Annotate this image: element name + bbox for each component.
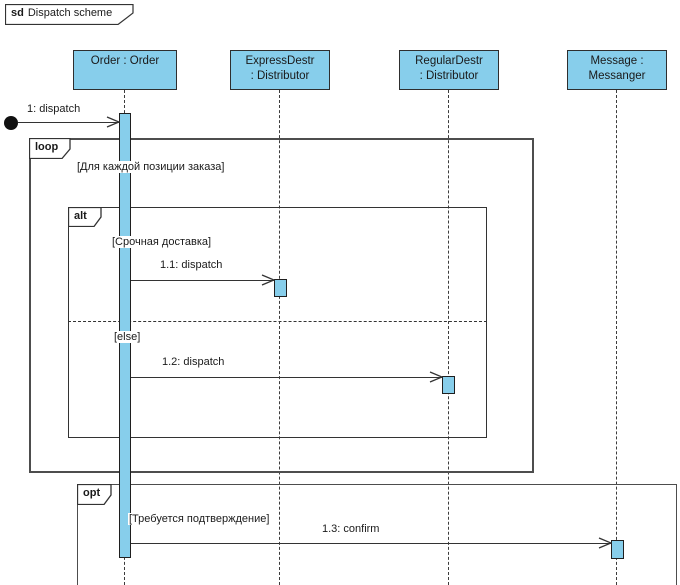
message-1-2-line[interactable] [131,377,442,378]
lifeline-label: ExpressDestr [245,55,315,67]
pentagon-shape-icon [77,484,112,505]
opt-operator-tag[interactable]: opt [77,484,112,505]
lifeline-label: Order : Order [90,55,160,67]
pentagon-shape-icon [29,138,71,159]
loop-fragment-frame[interactable] [29,138,534,473]
alt-operator: alt [74,210,87,222]
activation-message[interactable] [611,540,624,559]
alt-operator-tag[interactable]: alt [68,207,102,227]
pentagon-shape-icon [5,4,134,25]
lifeline-label-2: Messanger [588,70,646,82]
message-1-line[interactable] [18,122,119,123]
lifeline-express[interactable] [279,90,280,585]
message-1-3-label[interactable]: 1.3: confirm [320,523,382,535]
opt-fragment-frame[interactable] [77,484,677,585]
lifeline-header-order[interactable]: Order : Order [73,50,177,90]
loop-operator-tag[interactable]: loop [29,138,71,159]
opt-guard[interactable]: [Требуется подтверждение] [128,513,271,525]
found-message-circle[interactable] [4,116,18,130]
lifeline-label-2: : Distributor [419,70,479,82]
activation-express[interactable] [274,279,287,297]
message-1-2-label[interactable]: 1.2: dispatch [160,356,227,368]
sd-keyword: sd [11,7,24,19]
alt-fragment-frame[interactable] [68,207,487,438]
open-arrowhead-icon [598,537,612,549]
lifeline-regular[interactable] [448,90,449,585]
lifeline-header-regular[interactable]: RegularDestr : Distributor [399,50,499,90]
lifeline-label: Message : [590,55,644,67]
loop-guard[interactable]: [Для каждой позиции заказа] [76,161,226,173]
message-1-label[interactable]: 1: dispatch [25,103,83,115]
open-arrowhead-icon [429,371,443,383]
opt-operator: opt [83,487,101,499]
lifeline-message[interactable] [616,90,617,585]
message-1-1-label[interactable]: 1.1: dispatch [158,259,225,271]
open-arrowhead-icon [106,116,120,128]
alt-guard-then[interactable]: [Срочная доставка] [111,236,213,248]
lifeline-label: RegularDestr [415,55,483,67]
activation-regular[interactable] [442,376,455,394]
loop-operator: loop [35,141,59,153]
message-1-1-line[interactable] [131,280,274,281]
open-arrowhead-icon [261,274,275,286]
alt-else-divider [68,321,487,322]
diagram-name: Dispatch scheme [27,7,113,19]
lifeline-header-express[interactable]: ExpressDestr : Distributor [230,50,330,90]
alt-guard-else[interactable]: [else] [113,331,142,343]
pentagon-shape-icon [68,207,102,227]
message-1-3-line[interactable] [131,543,611,544]
lifeline-header-message[interactable]: Message : Messanger [567,50,667,90]
lifeline-label-2: : Distributor [250,70,310,82]
